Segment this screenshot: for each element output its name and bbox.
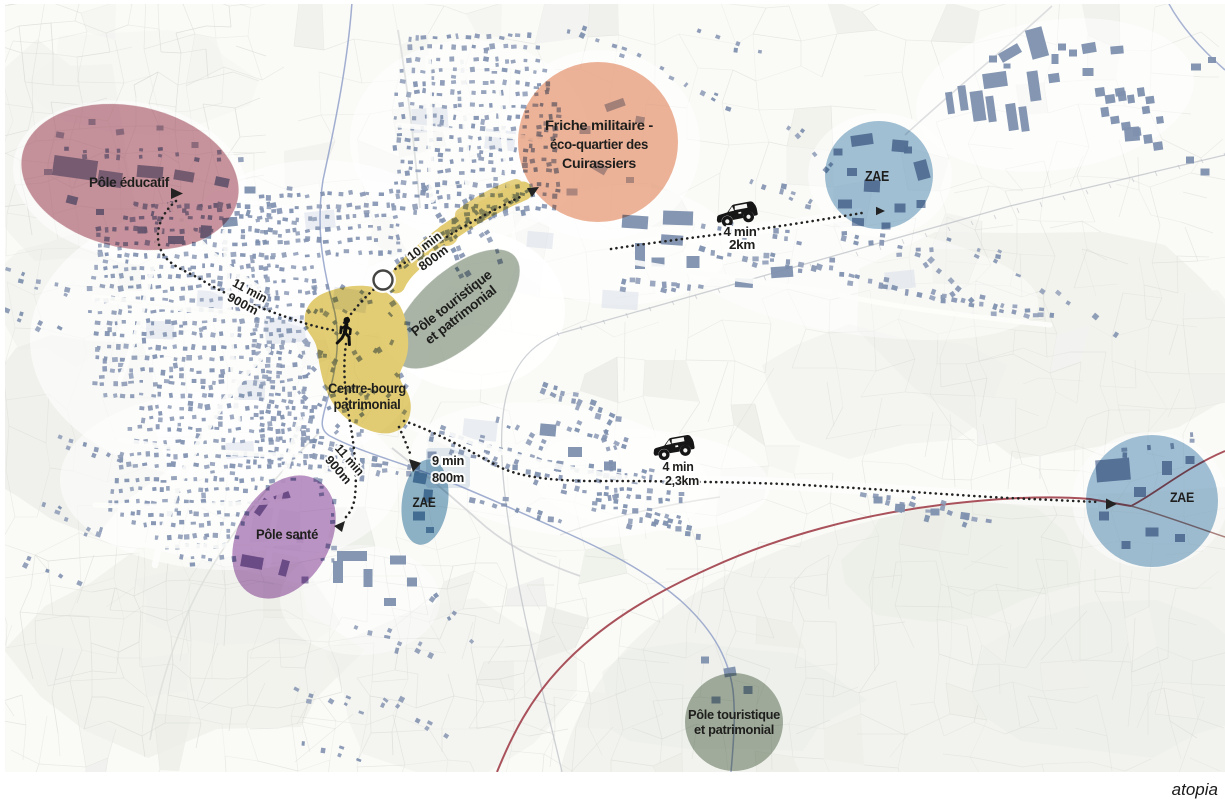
svg-text:ZAE: ZAE [1170,489,1194,505]
svg-text:patrimonial: patrimonial [334,397,401,412]
svg-text:Cuirassiers: Cuirassiers [562,155,637,171]
svg-text:éco-quartier des: éco-quartier des [550,136,648,152]
svg-text:2,3km: 2,3km [665,474,699,488]
svg-text:Pôle éducatif: Pôle éducatif [89,175,170,190]
svg-text:ZAE: ZAE [413,495,436,510]
svg-text:Pôle santé: Pôle santé [256,527,319,542]
svg-text:800m: 800m [432,470,464,485]
svg-text:Pôle touristique: Pôle touristique [688,708,780,722]
svg-text:4 min: 4 min [724,225,757,239]
svg-text:2km: 2km [729,238,755,252]
svg-text:9 min: 9 min [432,453,464,468]
svg-text:4 min: 4 min [663,460,694,474]
svg-text:atopia: atopia [1172,780,1218,799]
svg-text:Centre-bourg: Centre-bourg [328,381,406,396]
svg-text:et patrimonial: et patrimonial [694,723,774,737]
svg-text:Friche militaire -: Friche militaire - [545,117,654,133]
svg-text:ZAE: ZAE [865,169,890,185]
